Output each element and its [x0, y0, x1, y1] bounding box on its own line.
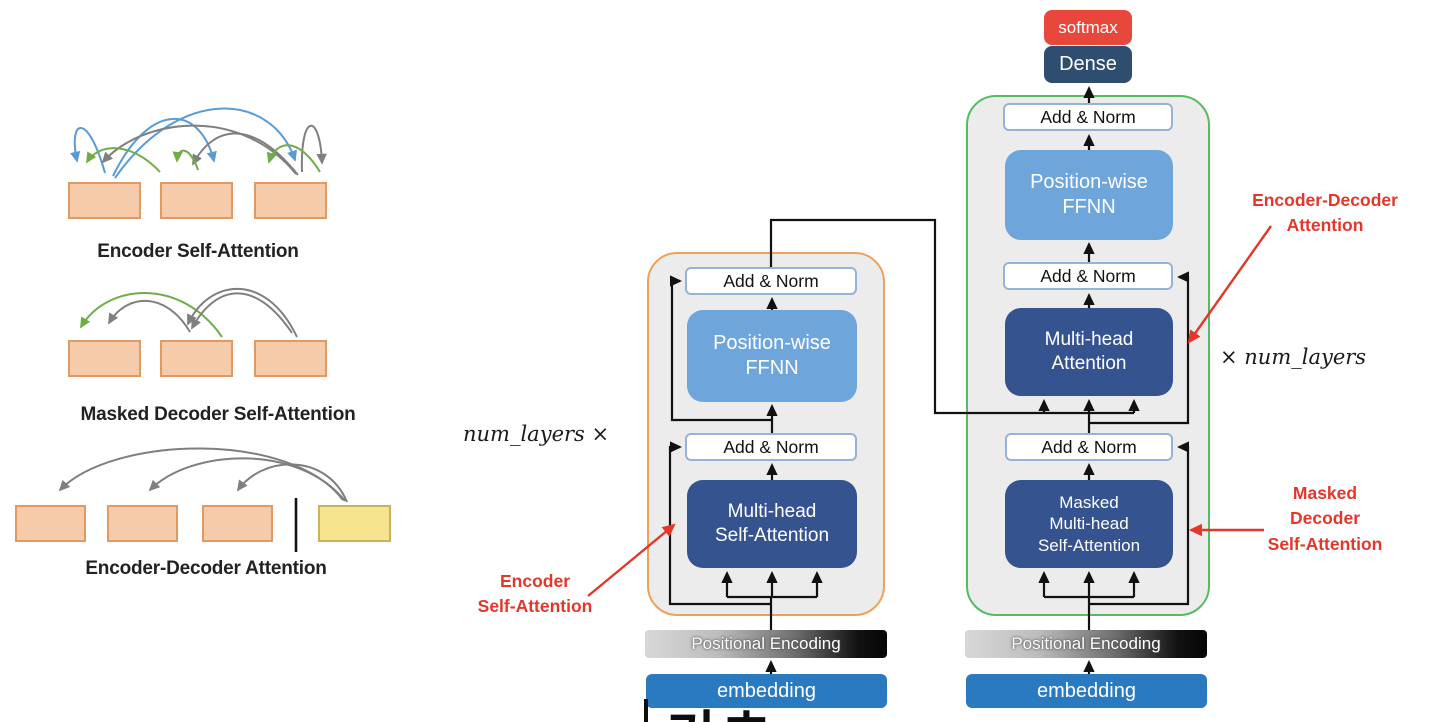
caption-partial-stroke [644, 699, 648, 722]
annotation-masked-decoder-line1: Masked [1292, 483, 1358, 503]
decoder-masked-attention-block: Masked Multi-head Self-Attention [1005, 480, 1173, 568]
encoder-self-attention-arcs [70, 107, 327, 179]
encoder-ffnn-line2: FFNN [745, 357, 799, 379]
encoder-self-attention-block: Multi-head Self-Attention [687, 480, 857, 568]
encoder-embedding-bar: embedding [646, 674, 887, 708]
decoder-masked-attention-line3: Self-Attention [1037, 535, 1141, 555]
decoder-add-norm-middle-label: Add & Norm [1040, 265, 1136, 286]
encoder-positional-encoding-bar: Positional Encoding [645, 630, 887, 658]
encoder-ffnn-block: Position-wise FFNN [687, 310, 857, 402]
annotation-encoder-decoder-attention-line2: Attention [1286, 215, 1364, 236]
masked-sa-token-3 [254, 340, 327, 377]
encoder-num-layers-label: num_layers × [463, 422, 610, 446]
masked-decoder-self-attention-mini-label: Masked Decoder Self-Attention [80, 404, 356, 425]
encdec-token-1 [15, 505, 86, 542]
encoder-sa-token-3 [254, 182, 327, 219]
decoder-masked-attention-line1: Masked [1059, 493, 1119, 513]
encoder-ffnn-line1: Position-wise [713, 332, 831, 354]
annotation-encoder-decoder-attention-line1: Encoder-Decoder [1252, 190, 1398, 210]
encoder-embedding-label: embedding [717, 679, 816, 702]
encoder-attention-line2: Self-Attention [714, 525, 830, 546]
encdec-query-token [318, 505, 391, 542]
annotation-encoder-self-attention: Encoder Self-Attention [455, 569, 615, 620]
dense-label: Dense [1059, 53, 1117, 75]
decoder-add-norm-top-label: Add & Norm [1040, 106, 1136, 127]
decoder-ffnn-line1: Position-wise [1030, 171, 1148, 193]
decoder-enc-dec-attention-line2: Attention [1051, 353, 1127, 374]
encoder-sa-token-1 [68, 182, 141, 219]
softmax-label: softmax [1058, 17, 1118, 37]
encoder-self-attention-mini-label: Encoder Self-Attention [97, 241, 299, 262]
masked-sa-token-1 [68, 340, 141, 377]
encoder-add-norm-bottom-label: Add & Norm [723, 436, 819, 457]
encoder-attention-line1: Multi-head [727, 501, 817, 523]
encoder-add-norm-top: Add & Norm [685, 267, 857, 295]
decoder-enc-dec-attention-block: Multi-head Attention [1005, 308, 1173, 396]
masked-sa-token-2 [160, 340, 233, 377]
annotation-encoder-self-attention-line1: Encoder [499, 571, 571, 591]
dense-block: Dense [1044, 46, 1132, 83]
decoder-enc-dec-attention-line1: Multi-head [1044, 329, 1134, 351]
encoder-add-norm-top-label: Add & Norm [723, 270, 819, 291]
encdec-token-3 [202, 505, 273, 542]
annotation-masked-decoder-line2: Decoder [1289, 508, 1361, 529]
decoder-embedding-label: embedding [1037, 679, 1136, 702]
caption-partial-text: 기초 [666, 692, 777, 722]
encdec-token-2 [107, 505, 178, 542]
decoder-ffnn-line2: FFNN [1062, 196, 1116, 218]
decoder-add-norm-top: Add & Norm [1003, 103, 1173, 131]
annotation-masked-decoder-line3: Self-Attention [1267, 533, 1383, 554]
decoder-num-layers-label: × num_layers [1220, 345, 1367, 369]
annotation-encoder-decoder-attention: Encoder-Decoder Attention [1240, 188, 1410, 239]
decoder-masked-attention-line2: Multi-head [1049, 514, 1129, 534]
decoder-add-norm-bottom-label: Add & Norm [1041, 436, 1137, 457]
decoder-embedding-bar: embedding [966, 674, 1207, 708]
encoder-add-norm-bottom: Add & Norm [685, 433, 857, 461]
decoder-ffnn-block: Position-wise FFNN [1005, 150, 1173, 240]
encoder-sa-token-2 [160, 182, 233, 219]
decoder-add-norm-bottom: Add & Norm [1005, 433, 1173, 461]
encoder-positional-encoding-label: Positional Encoding [691, 634, 841, 653]
masked-decoder-self-attention-arcs [80, 287, 298, 338]
decoder-add-norm-middle: Add & Norm [1003, 262, 1173, 290]
annotation-masked-decoder-self-attention: Masked Decoder Self-Attention [1250, 481, 1400, 557]
annotation-encoder-self-attention-line2: Self-Attention [477, 596, 593, 617]
encoder-decoder-attention-mini-label: Encoder-Decoder Attention [85, 558, 327, 579]
decoder-positional-encoding-label: Positional Encoding [1011, 634, 1161, 653]
decoder-positional-encoding-bar: Positional Encoding [965, 630, 1207, 658]
softmax-block: softmax [1044, 10, 1132, 45]
